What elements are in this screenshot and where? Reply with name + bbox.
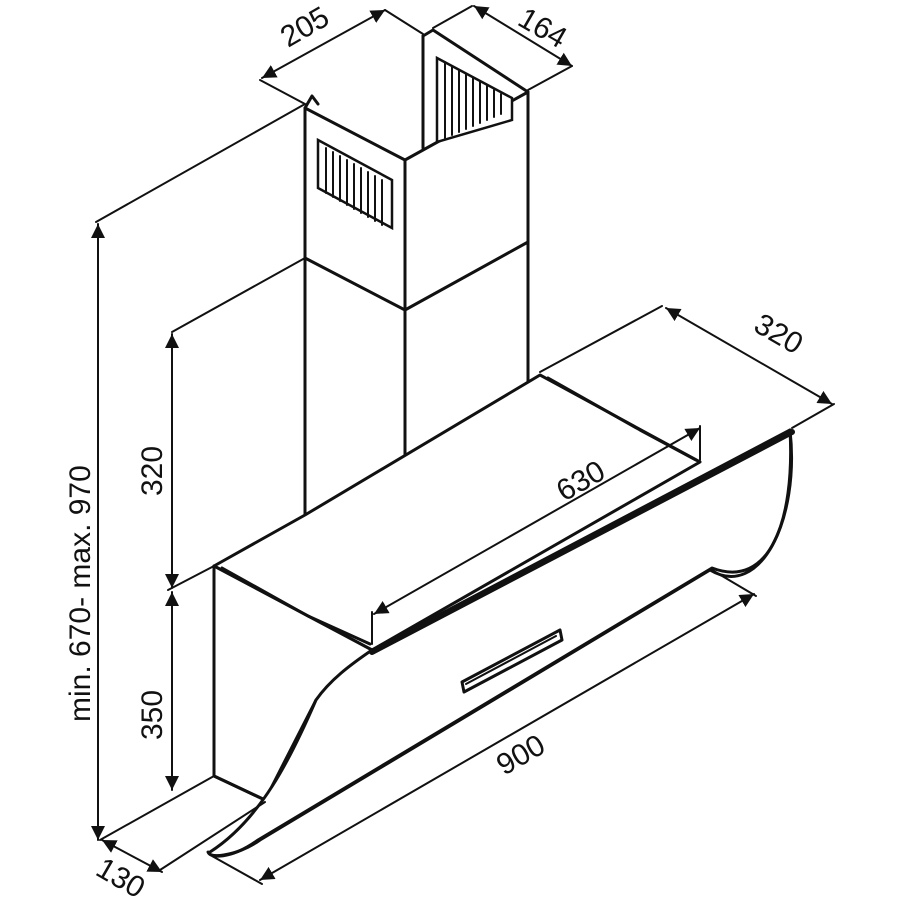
chimney-back-edge <box>421 28 530 94</box>
dim-label-164: 164 <box>513 1 573 55</box>
dim-duct-height: 320 <box>136 257 306 589</box>
dim-label-320-height: 320 <box>136 446 169 496</box>
hood-body <box>206 373 795 858</box>
glass-bottom-edge <box>206 428 793 858</box>
dim-chimney-width: 205 <box>259 0 424 105</box>
dim-label-320-depth: 320 <box>749 307 809 361</box>
dim-body-height: 350 <box>136 565 215 791</box>
vent-grille-right <box>435 55 514 144</box>
dim-label-900: 900 <box>491 728 551 782</box>
vent-grille-left <box>316 137 394 231</box>
dim-label-130: 130 <box>91 851 151 900</box>
dim-label-350: 350 <box>136 690 169 740</box>
dim-label-205: 205 <box>275 0 335 54</box>
dim-label-total-height: min. 670- max. 970 <box>64 465 97 722</box>
dim-total-height: min. 670- max. 970 <box>64 103 306 841</box>
chimney-joint-line <box>303 240 530 312</box>
body-bottom-edge <box>212 774 267 802</box>
chimney-left-edge <box>303 94 320 110</box>
